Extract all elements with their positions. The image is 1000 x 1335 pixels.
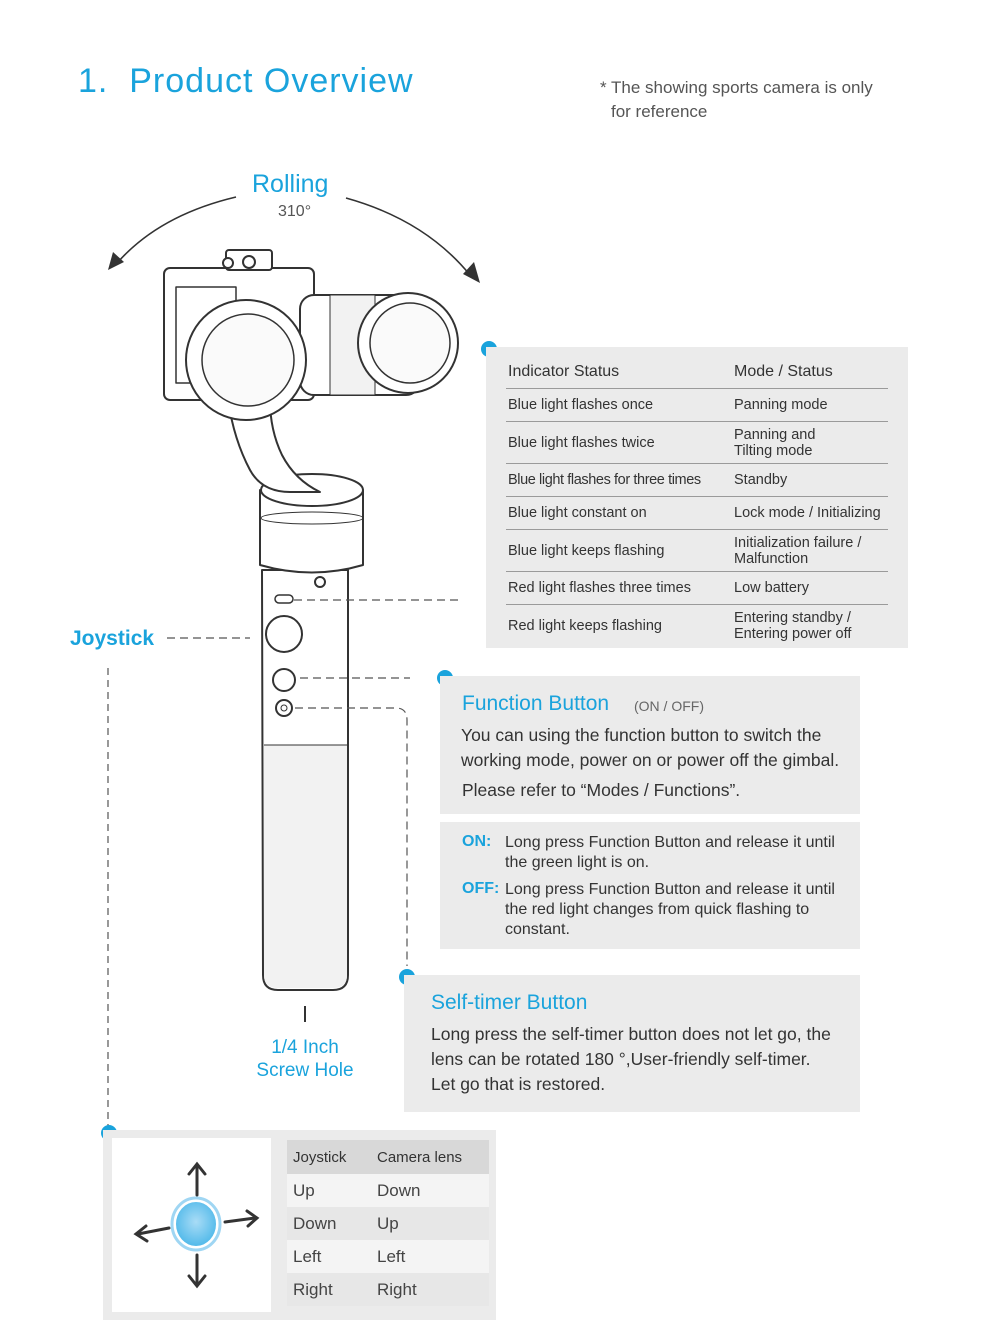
camera-lens-header: Camera lens [371, 1140, 489, 1174]
page-title: 1. Product Overview [78, 62, 414, 100]
mode-cell: Entering standby / Entering power off [734, 609, 852, 642]
table-row: Right Right [287, 1273, 489, 1306]
lens-cell: Up [371, 1207, 489, 1240]
mode-cell: Lock mode / Initializing [732, 496, 888, 530]
table-row: Red light flashes three times Low batter… [506, 571, 888, 605]
on-text: Long press Function Button and release i… [505, 834, 835, 871]
off-text: Long press Function Button and release i… [505, 881, 835, 938]
joystick-directions-icon [133, 1161, 260, 1289]
mode-header: Mode / Status [732, 355, 888, 389]
joystick-cell: Up [287, 1174, 371, 1207]
self-timer-title: Self-timer Button [431, 991, 588, 1014]
reference-note-line2: for reference [611, 102, 708, 121]
function-button-title: Function Button [462, 692, 610, 715]
indicator-cell: Blue light flashes twice [506, 421, 732, 464]
function-button-reference: Please refer to “Modes / Functions”. [462, 780, 741, 800]
off-key: OFF: [462, 880, 500, 897]
mode-cell: Low battery [732, 571, 888, 605]
on-key: ON: [462, 833, 492, 850]
table-row: Down Up [287, 1207, 489, 1240]
reference-note-line1: * The showing sports camera is only [600, 78, 873, 97]
indicator-cell: Blue light keeps flashing [506, 529, 732, 572]
indicator-cell: Red light flashes three times [506, 571, 732, 605]
table-row: Blue light flashes twice Panning and Til… [506, 421, 888, 464]
joystick-cell: Down [287, 1207, 371, 1240]
table-row: Blue light keeps flashing Initialization… [506, 529, 888, 572]
function-button-panel: Function Button (ON / OFF) You can using… [440, 676, 860, 814]
mode-cell: Initialization failure / Malfunction [732, 529, 888, 572]
lens-cell: Right [371, 1273, 489, 1306]
indicator-cell: Blue light flashes once [506, 388, 732, 422]
joystick-cell: Right [287, 1273, 371, 1306]
screw-hole-line2: Screw Hole [256, 1060, 354, 1081]
table-row: Left Left [287, 1240, 489, 1273]
joystick-cell: Left [287, 1240, 371, 1273]
indicator-cell: Red light keeps flashing [508, 617, 662, 634]
mode-cell: Panning mode [732, 388, 888, 422]
table-row: Blue light flashes for three times Stand… [506, 463, 888, 497]
indicator-cell: Blue light constant on [506, 496, 732, 530]
screw-hole-label: 1/4 Inch Screw Hole [240, 1036, 370, 1082]
indicator-status-panel: Indicator Status Mode / Status Blue ligh… [486, 347, 908, 648]
table-row: Blue light constant on Lock mode / Initi… [506, 496, 888, 530]
reference-note: * The showing sports camera is only for … [600, 76, 900, 124]
mode-cell: Panning and Tilting mode [732, 421, 888, 464]
lens-cell: Left [371, 1240, 489, 1273]
joystick-label: Joystick [70, 627, 155, 650]
function-button-description: You can using the function button to swi… [461, 725, 840, 770]
table-row: Red light keeps flashing Entering standb… [506, 605, 888, 647]
rolling-label: Rolling [252, 170, 329, 198]
on-off-panel: ON: Long press Function Button and relea… [440, 822, 860, 949]
function-button-subtitle: (ON / OFF) [634, 698, 704, 714]
joystick-diagram [112, 1138, 271, 1312]
joystick-panel: Joystick Camera lens Up Down Down Up Lef… [103, 1130, 496, 1320]
table-header-row: Joystick Camera lens [287, 1140, 489, 1174]
indicator-header: Indicator Status [506, 355, 732, 389]
indicator-status-table: Indicator Status Mode / Status Blue ligh… [506, 355, 888, 647]
table-row: Blue light flashes once Panning mode [506, 388, 888, 422]
mode-cell: Standby [732, 463, 888, 497]
table-row: Up Down [287, 1174, 489, 1207]
joystick-header: Joystick [287, 1140, 371, 1174]
rolling-degrees: 310° [278, 203, 312, 220]
screw-hole-line1: 1/4 Inch [271, 1037, 339, 1058]
self-timer-line1: Long press the self-timer button does no… [431, 1024, 831, 1044]
self-timer-panel: Self-timer Button Long press the self-ti… [404, 975, 860, 1112]
self-timer-line2: lens can be rotated 180 °,User-friendly … [431, 1049, 811, 1069]
self-timer-description: Long press the self-timer button does no… [431, 1022, 851, 1097]
self-timer-line3: Let go that is restored. [431, 1074, 606, 1094]
indicator-cell: Blue light flashes for three times [506, 463, 732, 497]
rolling-arrow-icon [117, 196, 471, 276]
table-header-row: Indicator Status Mode / Status [506, 355, 888, 389]
lens-cell: Down [371, 1174, 489, 1207]
joystick-table: Joystick Camera lens Up Down Down Up Lef… [287, 1140, 489, 1306]
